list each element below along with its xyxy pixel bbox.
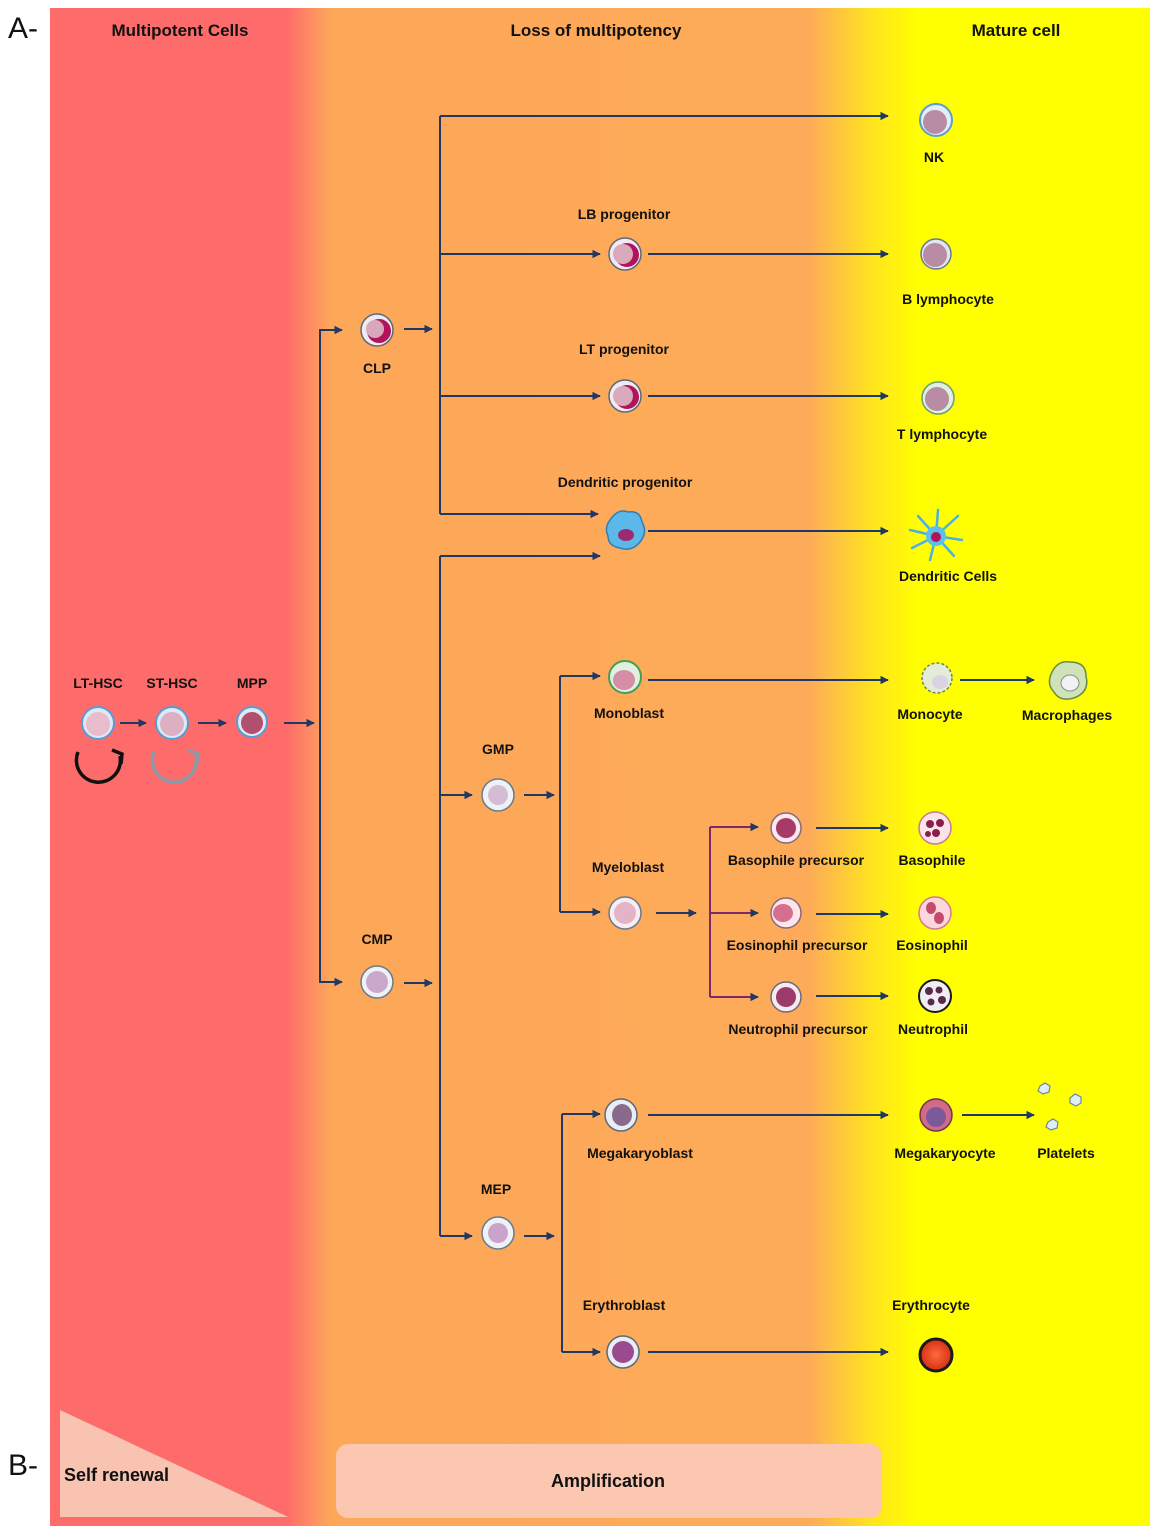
cell-basophile-precursor-icon [770,812,802,844]
label-nk: NK [924,149,944,165]
label-b-lymphocyte: B lymphocyte [902,291,994,307]
background-gradient [50,8,1150,1526]
label-cmp: CMP [361,931,392,947]
cell-megakaryoblast-icon [604,1098,638,1132]
label-clp: CLP [363,360,391,376]
cell-neutrophil-icon [918,979,952,1013]
cell-b-lymphocyte-icon [920,238,952,270]
label-megakaryocyte: Megakaryocyte [894,1145,995,1161]
label-erythrocyte: Erythrocyte [892,1297,970,1313]
label-monocyte: Monocyte [897,706,963,722]
label-eosinophil: Eosinophil [896,937,968,953]
self-renewal-arrow-icon [74,748,200,784]
cell-lt-progenitor-icon [608,379,642,413]
header-mature: Mature cell [972,21,1061,40]
label-dendritic-cells: Dendritic Cells [899,568,997,584]
cell-mpp-icon [236,706,268,738]
platelets-icon [1037,1082,1082,1131]
self-renewal-triangle [60,1410,288,1517]
header-loss: Loss of multipotency [511,21,683,40]
cell-monocyte-icon [921,662,953,694]
cell-cmp-icon [360,965,394,999]
label-eosinophil-precursor: Eosinophil precursor [727,937,868,953]
cell-clp-icon [360,313,394,347]
label-gmp: GMP [482,741,514,757]
short-arrows [120,324,697,1241]
cell-eosinophil-icon [918,896,952,930]
label-basophile-precursor: Basophile precursor [728,852,865,868]
cell-myeloblast-icon [608,896,642,930]
cell-lt-hsc-icon [81,706,115,740]
panel-label-b: B- [8,1449,38,1482]
amplification-label: Amplification [551,1471,665,1491]
cell-basophile-icon [918,811,952,845]
header-multipotent: Multipotent Cells [112,21,249,40]
label-st-hsc: ST-HSC [146,675,197,691]
cell-dendritic-progenitor-icon [605,510,646,550]
cell-eosinophil-precursor-icon [770,897,802,929]
cell-dendritic-cells-icon [908,508,964,562]
cell-erythroblast-icon [606,1335,640,1369]
cell-t-lymphocyte-icon [921,381,955,415]
label-neutrophil-precursor: Neutrophil precursor [728,1021,868,1037]
label-lb-progenitor: LB progenitor [578,206,671,222]
label-megakaryoblast: Megakaryoblast [587,1145,693,1161]
label-macrophages: Macrophages [1022,707,1112,723]
cell-labels: LT-HSC ST-HSC MPP CLP CMP GMP MEP LB pro… [73,149,1112,1313]
cell-megakaryocyte-icon [919,1098,953,1132]
label-myeloblast: Myeloblast [592,859,665,875]
cell-macrophages-icon [1048,660,1088,700]
label-neutrophil: Neutrophil [898,1021,968,1037]
connector-lines [319,111,1035,1357]
label-lt-hsc: LT-HSC [73,675,123,691]
label-monoblast: Monoblast [594,705,664,721]
cell-lb-progenitor-icon [608,237,642,271]
cell-mep-icon [481,1216,515,1250]
label-mpp: MPP [237,675,267,691]
cell-nk-icon [919,103,953,137]
label-mep: MEP [481,1181,511,1197]
cell-erythrocyte-icon [918,1337,954,1373]
label-platelets: Platelets [1037,1145,1095,1161]
amplification-panel [336,1444,882,1518]
label-t-lymphocyte: T lymphocyte [897,426,987,442]
self-renewal-label: Self renewal [64,1465,169,1485]
panel-label-a: A- [8,12,38,45]
label-lt-progenitor: LT progenitor [579,341,669,357]
cell-st-hsc-icon [155,706,189,740]
label-erythroblast: Erythroblast [583,1297,666,1313]
label-basophile: Basophile [899,852,966,868]
cell-monoblast-icon [608,660,642,694]
cell-gmp-icon [481,778,515,812]
label-dendritic-progenitor: Dendritic progenitor [558,474,693,490]
cell-neutrophil-precursor-icon [770,981,802,1013]
